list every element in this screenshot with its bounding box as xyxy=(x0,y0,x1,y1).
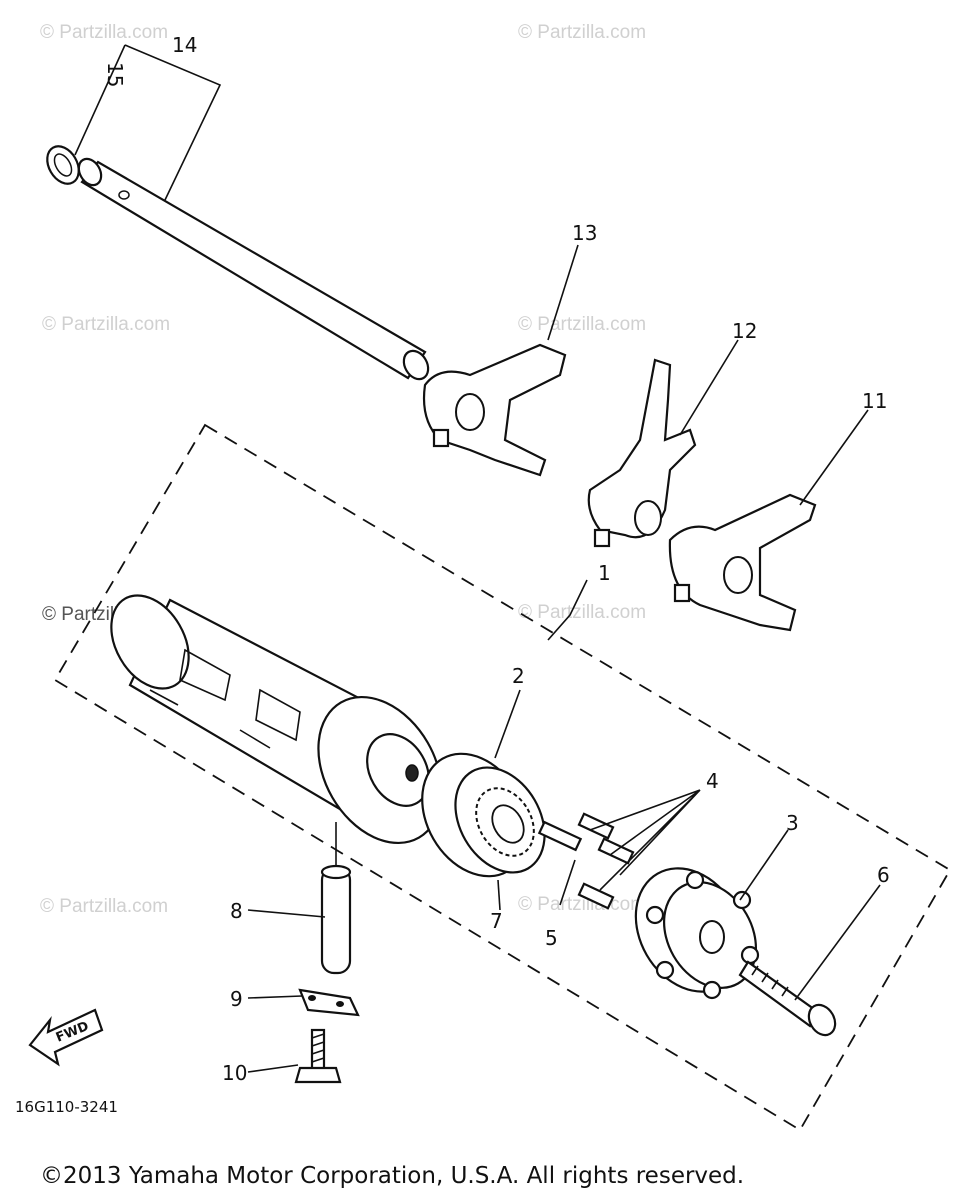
dowel-pin-part-8 xyxy=(320,864,352,975)
watermark-4: © Partzilla.com xyxy=(518,314,646,335)
assembly-boundary xyxy=(53,423,952,1132)
callout-4: 4 xyxy=(706,769,719,793)
callout-7: 7 xyxy=(490,909,503,933)
callout-13: 13 xyxy=(572,221,597,245)
callout-11: 11 xyxy=(862,389,887,413)
callout-10: 10 xyxy=(222,1061,247,1085)
screw-part-6 xyxy=(738,960,837,1037)
callout-3: 3 xyxy=(786,811,799,835)
callout-5: 5 xyxy=(545,926,558,950)
shift-fork-part-11 xyxy=(668,493,817,632)
callout-8: 8 xyxy=(230,899,243,923)
shift-cam-drum-part-1 xyxy=(110,594,443,845)
segment-part-3 xyxy=(634,867,760,1000)
leader-lines xyxy=(74,44,881,1073)
diagram-code: 16G110-3241 xyxy=(15,1098,118,1116)
watermark-1: © Partzilla.com xyxy=(40,22,168,43)
bearing-part-2 xyxy=(421,752,546,878)
circlip-part-15 xyxy=(46,145,80,185)
callout-9: 9 xyxy=(230,987,243,1011)
callout-12: 12 xyxy=(732,319,757,343)
shift-fork-part-12 xyxy=(587,358,697,548)
watermark-6: © Partzilla.com xyxy=(518,602,646,623)
watermark-7: © Partzilla.com xyxy=(40,896,168,917)
callout-2: 2 xyxy=(512,664,525,688)
callout-6: 6 xyxy=(877,863,890,887)
bolt-part-10 xyxy=(294,1028,342,1084)
shift-fork-part-13 xyxy=(422,343,567,477)
stopper-plate-part-9 xyxy=(298,988,360,1017)
watermark-8: © Partzilla.com xyxy=(518,894,646,915)
callout-14: 14 xyxy=(172,33,197,57)
callout-15: 15 xyxy=(103,62,127,87)
callout-1: 1 xyxy=(598,561,611,585)
copyright-notice: ©2013 Yamaha Motor Corporation, U.S.A. A… xyxy=(40,1163,744,1189)
forward-direction-arrow: FWD xyxy=(28,1008,104,1067)
pins-part-4 xyxy=(537,812,635,910)
watermark-3: © Partzilla.com xyxy=(42,314,170,335)
guide-bar-part-14 xyxy=(77,157,430,381)
watermark-2: © Partzilla.com xyxy=(518,22,646,43)
